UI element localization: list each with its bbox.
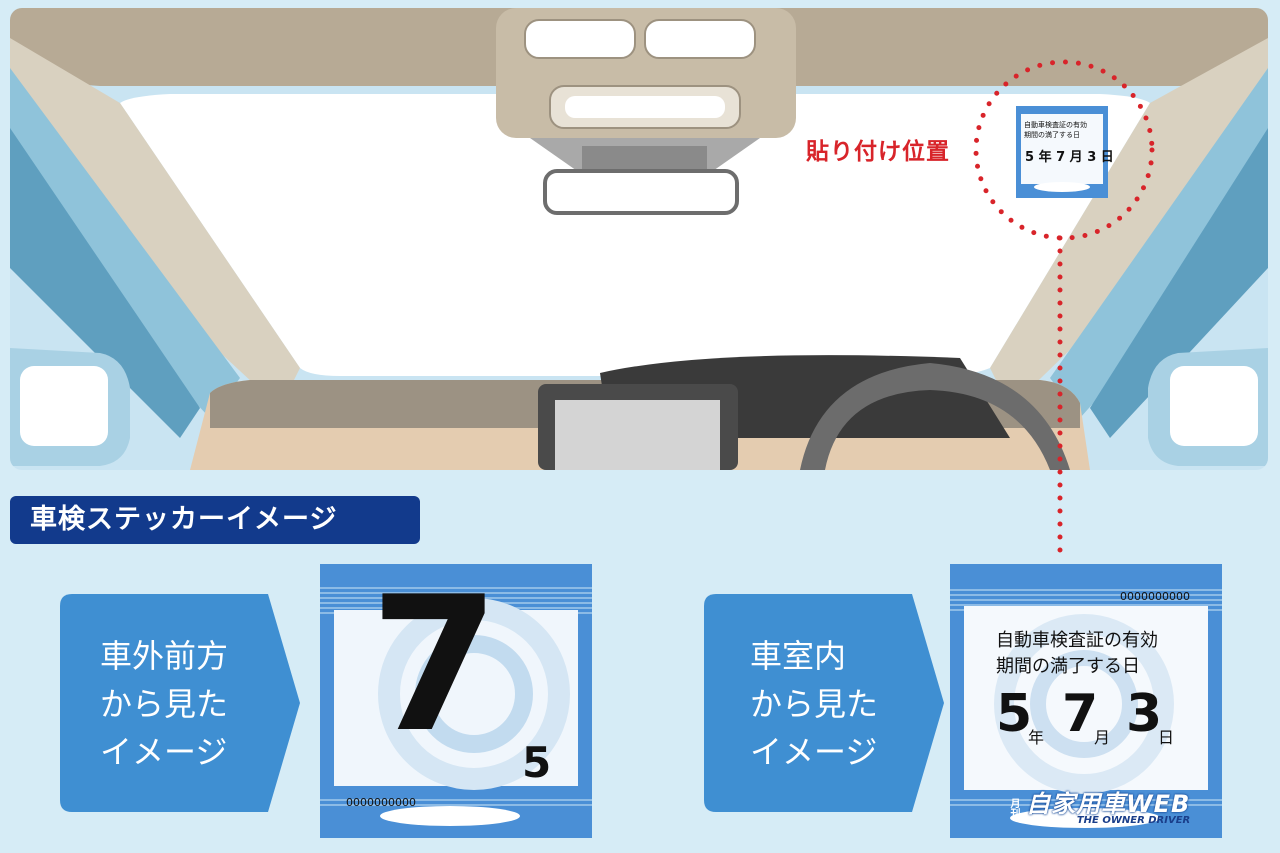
inside-year: 5 — [996, 684, 1033, 744]
section-title: 車検ステッカーイメージ — [10, 496, 420, 544]
mini-sticker-date: 5 年 7 月 3 日 — [1025, 150, 1114, 165]
inside-view-sticker: 0000000000 自動車検査証の有効 期間の満了する日 5 年 7 月 3 … — [950, 564, 1222, 838]
inside-view-line2: から見た — [750, 685, 879, 723]
inside-text-line1: 自動車検査証の有効 — [996, 630, 1158, 651]
inside-serial: 0000000000 — [1120, 590, 1190, 603]
inside-day-unit: 日 — [1158, 728, 1175, 747]
front-view-sticker: 7 5 0000000000 — [320, 564, 592, 838]
logo-prefix: 月刊 — [1008, 797, 1019, 818]
inside-view-line1: 車室内 — [750, 637, 847, 675]
inside-view-line3: イメージ — [750, 733, 878, 771]
swirl-graphic — [378, 598, 570, 790]
inside-month-unit: 月 — [1094, 728, 1111, 747]
site-logo: 月刊 自家用車WEB THE OWNER DRIVER — [1006, 784, 1190, 826]
logo-subtitle: THE OWNER DRIVER — [1076, 815, 1191, 826]
front-view-line1: 車外前方 — [100, 637, 229, 675]
front-view-label-box: 車外前方 から見た イメージ — [60, 594, 300, 812]
placement-label: 貼り付け位置 — [806, 139, 950, 165]
inside-year-unit: 年 — [1028, 728, 1045, 747]
swirl-graphic — [994, 614, 1174, 794]
windshield-sticker: 自動車検査証の有効 期間の満了する日 5 年 7 月 3 日 — [1016, 106, 1114, 198]
front-serial: 0000000000 — [346, 796, 416, 809]
front-month: 7 — [370, 564, 500, 773]
inside-text-line2: 期間の満了する日 — [996, 656, 1140, 677]
dotted-callout — [973, 59, 1155, 559]
arrow-shape — [704, 594, 944, 812]
inside-month: 7 — [1062, 684, 1099, 744]
front-year: 5 — [522, 738, 552, 787]
mini-sticker-line1: 自動車検査証の有効 — [1024, 121, 1087, 129]
inside-day: 3 — [1126, 684, 1163, 744]
front-view-line2: から見た — [100, 685, 229, 723]
front-view-line3: イメージ — [100, 733, 228, 771]
inside-view-label-box: 車室内 から見た イメージ — [704, 594, 944, 812]
logo-name: 自家用車WEB — [1026, 790, 1191, 818]
arrow-shape — [60, 594, 300, 812]
mini-sticker-line2: 期間の満了する日 — [1024, 131, 1080, 139]
